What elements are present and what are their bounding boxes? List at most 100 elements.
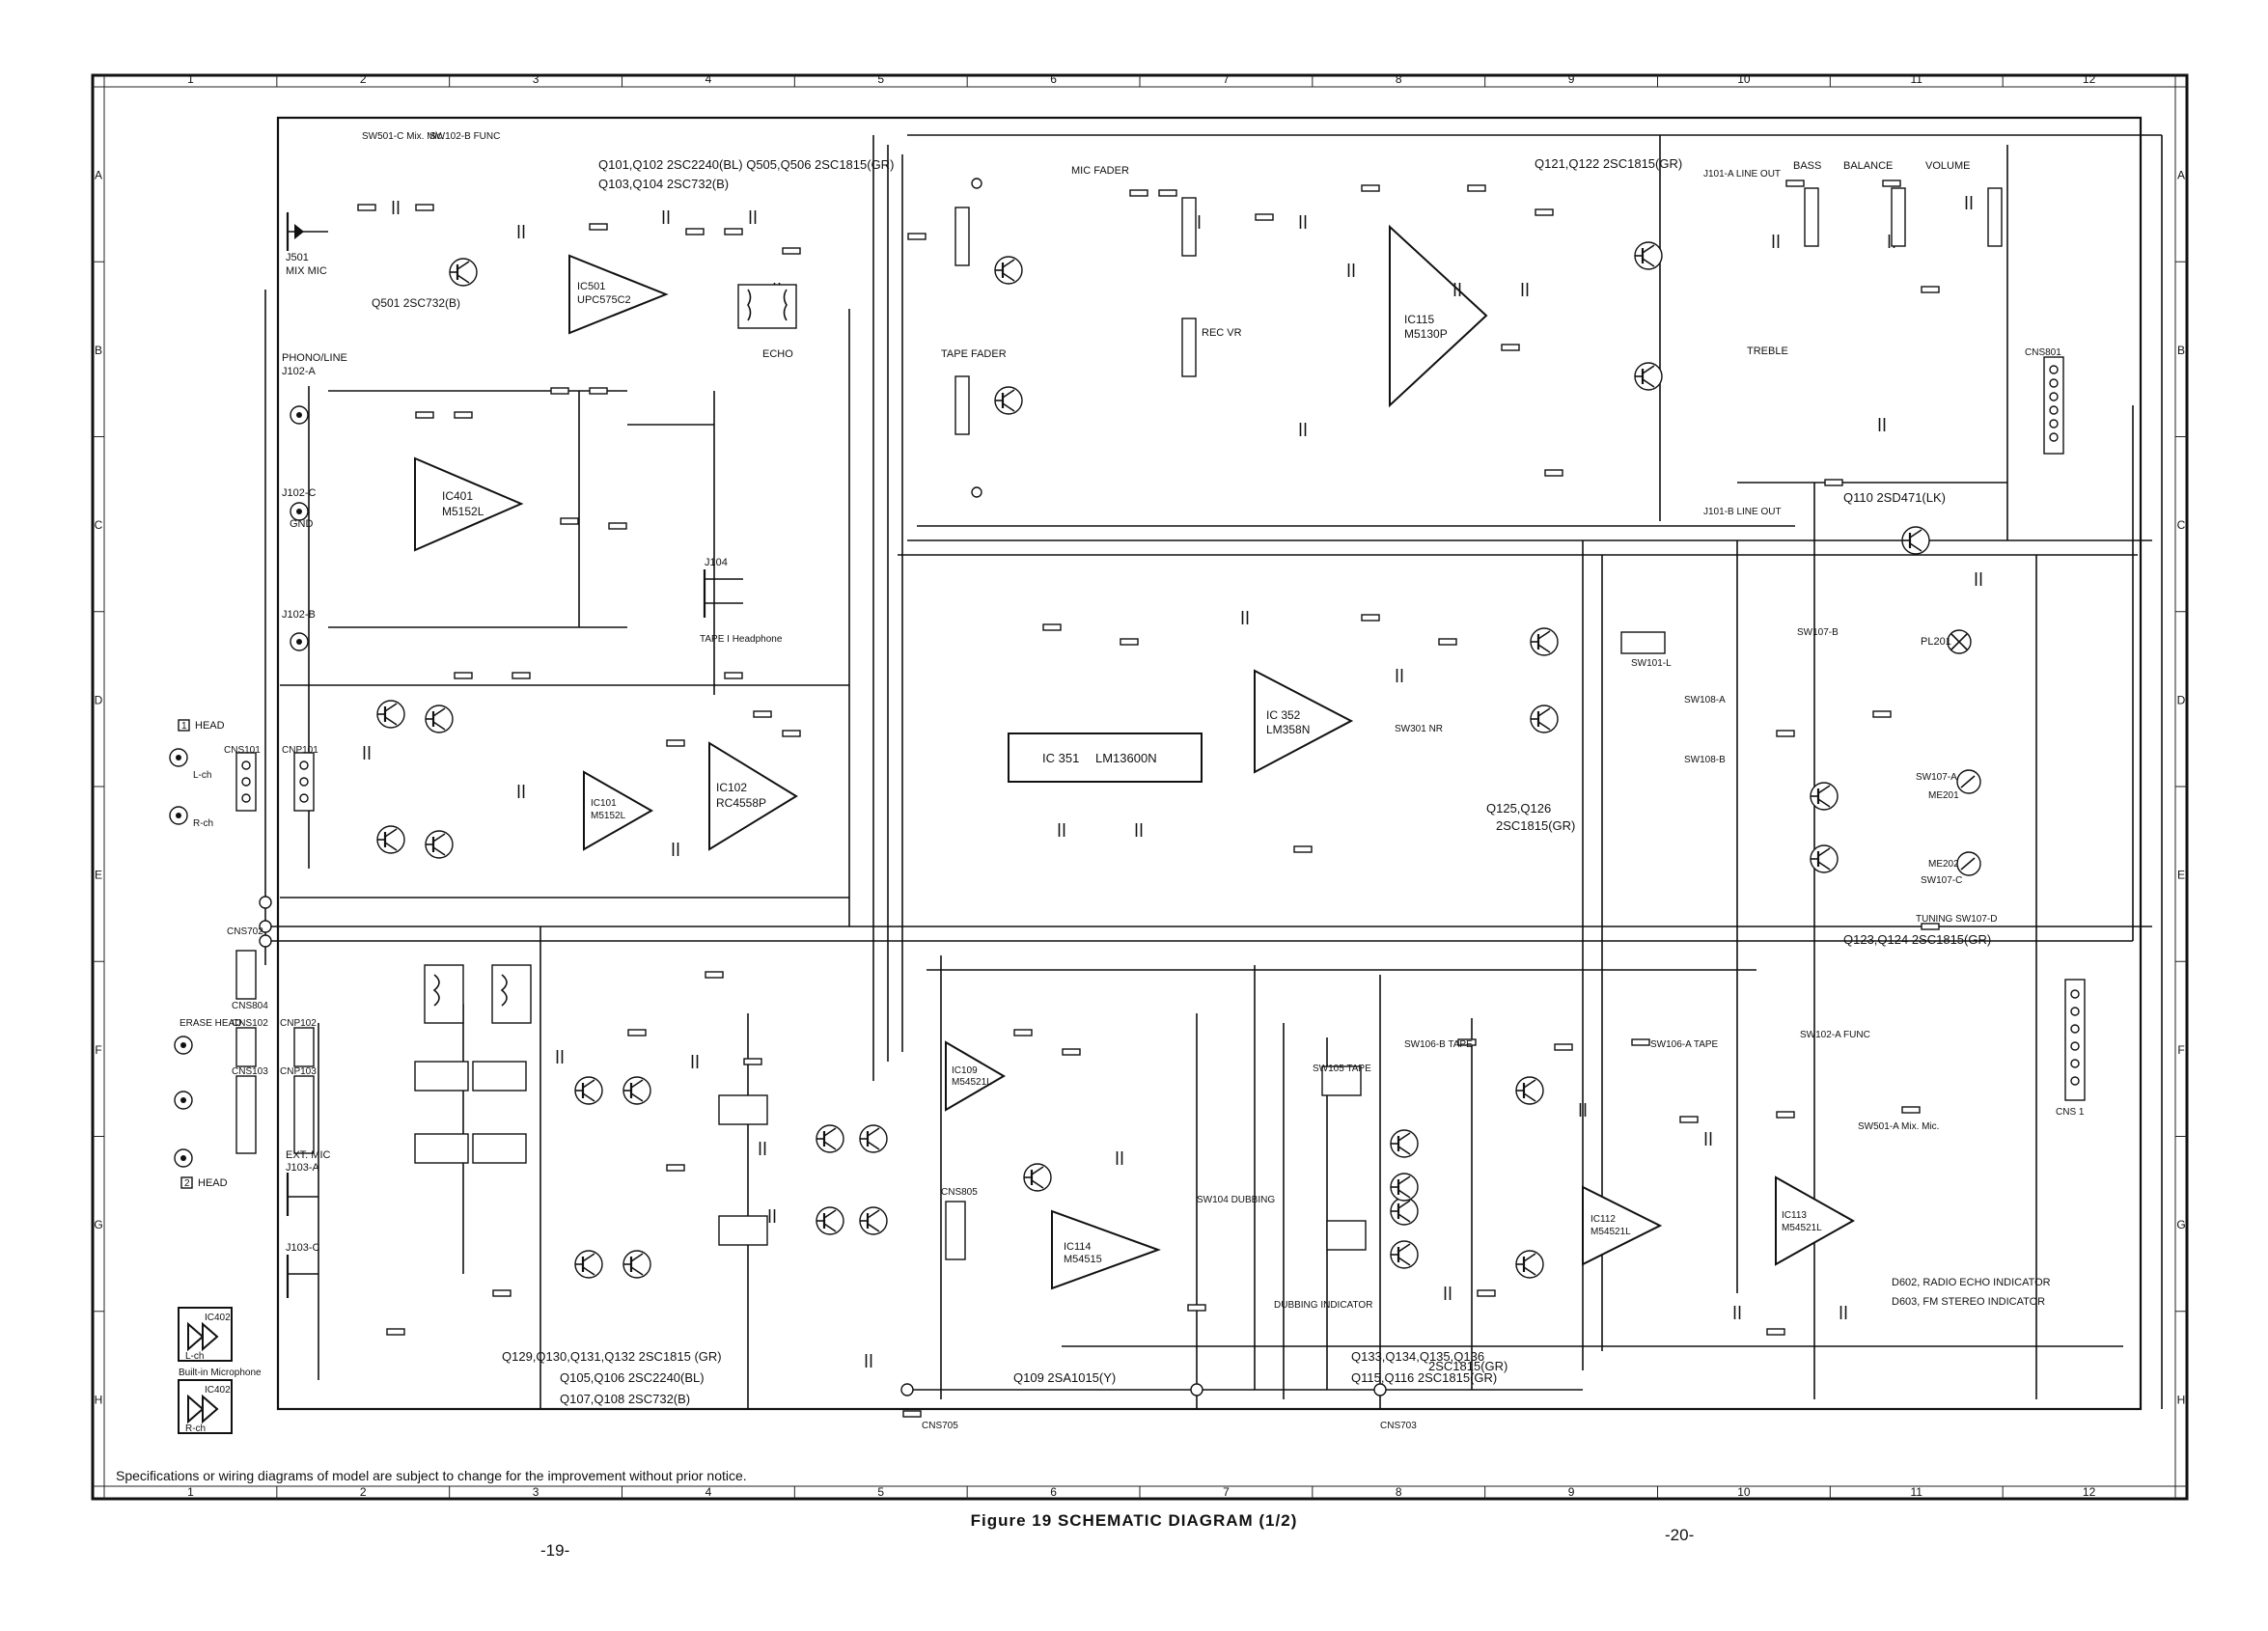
row-label-A-right: A [2177, 169, 2185, 182]
svg-text:CNP103: CNP103 [280, 1066, 317, 1077]
ic-352-opamp: IC 352 LM358N [1254, 669, 1354, 774]
svg-text:SW301 NR: SW301 NR [1395, 724, 1443, 734]
potentiometers [954, 187, 2003, 435]
svg-text:IC101: IC101 [591, 798, 617, 809]
svg-text:L-ch: L-ch [185, 1351, 204, 1362]
svg-text:SW106-A TAPE: SW106-A TAPE [1650, 1039, 1719, 1050]
svg-text:2: 2 [184, 1178, 190, 1189]
column-label-5-bottom: 5 [877, 1485, 884, 1499]
erase-coils [424, 964, 532, 1024]
svg-text:Q101,Q102 2SC2240(BL) Q505: Q101,Q102 2SC2240(BL) Q505,Q506 2SC1815(… [598, 157, 894, 172]
mix-mic-jack-symbol [286, 212, 328, 251]
page-number-left: -19- [540, 1541, 570, 1560]
column-label-3-top: 3 [533, 72, 539, 86]
svg-text:Q133,Q134,Q135,Q136: Q133,Q134,Q135,Q136 [1351, 1349, 1484, 1364]
svg-text:REC VR: REC VR [1202, 327, 1242, 339]
figure-caption: Figure 19 SCHEMATIC DIAGRAM (1/2) [970, 1511, 1298, 1530]
disclaimer-notice: Specifications or wiring diagrams of mod… [116, 1468, 747, 1483]
svg-text:TUNING SW107-D: TUNING SW107-D [1916, 914, 1997, 925]
row-label-E-right: E [2177, 869, 2185, 882]
ic-351-ota: IC 351 LM13600N [1008, 733, 1203, 783]
svg-text:CNS702: CNS702 [227, 926, 263, 937]
svg-text:RC4558P: RC4558P [716, 796, 766, 810]
svg-text:2SC1815(GR): 2SC1815(GR) [1496, 818, 1575, 833]
row-label-G-right: G [2176, 1218, 2185, 1231]
svg-text:J103-A: J103-A [286, 1162, 320, 1174]
svg-text:SW501-A Mix. Mic.: SW501-A Mix. Mic. [1858, 1121, 1939, 1132]
svg-text:Q105,Q106 2SC2240(BL): Q105,Q106 2SC2240(BL) [560, 1370, 705, 1385]
svg-text:CNS101: CNS101 [224, 745, 261, 756]
svg-text:CNS 1: CNS 1 [2056, 1107, 2085, 1118]
row-label-C-right: C [2177, 518, 2186, 532]
cns801-connector [2043, 356, 2064, 455]
ext-mic-jacks [286, 1173, 318, 1298]
svg-text:SW107-B: SW107-B [1797, 627, 1839, 638]
row-label-D-left: D [95, 693, 103, 706]
svg-text:D602, RADIO ECHO INDICATOR: D602, RADIO ECHO INDICATOR [1892, 1277, 2051, 1288]
svg-text:Q110 2SD471(LK): Q110 2SD471(LK) [1843, 490, 1946, 505]
row-label-H-right: H [2177, 1393, 2186, 1406]
svg-text:IC112: IC112 [1590, 1214, 1616, 1225]
row-label-B-right: B [2177, 344, 2185, 357]
ic-112-amp: IC112 M54521L [1582, 1185, 1663, 1266]
svg-text:PL201: PL201 [1921, 636, 1951, 648]
ic-402-rch: IC402 R-ch [178, 1379, 233, 1434]
ic-114-amp: IC114 M54515 [1051, 1209, 1161, 1290]
svg-text:IC 351: IC 351 [1042, 751, 1079, 765]
column-label-2-bottom: 2 [360, 1485, 367, 1499]
svg-text:M5152L: M5152L [591, 811, 626, 821]
page-number-right: -20- [1665, 1526, 1695, 1544]
svg-text:Q107,Q108 2SC732(B): Q107,Q108 2SC732(B) [560, 1392, 690, 1406]
svg-text:SW501-C Mix. Mic.: SW501-C Mix. Mic. [362, 131, 445, 142]
svg-text:CNS102: CNS102 [232, 1018, 268, 1029]
head-connector-left [169, 748, 315, 825]
svg-text:Built-in Microphone: Built-in Microphone [179, 1368, 262, 1378]
svg-text:TAPE FADER: TAPE FADER [941, 348, 1007, 360]
ic-402-lch: IC402 L-ch [178, 1307, 233, 1362]
ic-102-amp: IC102 RC4558P [708, 741, 798, 851]
column-label-5-top: 5 [877, 72, 884, 86]
row-label-G-left: G [94, 1218, 102, 1231]
svg-text:IC501: IC501 [577, 281, 605, 292]
svg-text:ME201: ME201 [1928, 790, 1959, 801]
svg-text:CNS801: CNS801 [2025, 347, 2061, 358]
svg-text:TREBLE: TREBLE [1747, 346, 1788, 357]
svg-text:MIC FADER: MIC FADER [1071, 165, 1129, 177]
svg-text:ECHO: ECHO [762, 348, 793, 360]
svg-text:TAPE I Headphone: TAPE I Headphone [700, 634, 783, 645]
echo-coil: ECHO [737, 284, 797, 360]
cns1-connector [2064, 979, 2086, 1101]
drawing-frame [91, 73, 2189, 1501]
svg-text:IC109: IC109 [952, 1065, 978, 1076]
svg-text:IC402: IC402 [205, 1313, 231, 1323]
column-label-3-bottom: 3 [533, 1485, 539, 1499]
column-label-12-top: 12 [2083, 72, 2096, 86]
transistor-group-labels: Q101,Q102 2SC2240(BL) Q505,Q506 2SC1815(… [372, 156, 1991, 1406]
svg-text:M5152L: M5152L [442, 505, 484, 518]
svg-text:SW104 DUBBING: SW104 DUBBING [1197, 1195, 1275, 1205]
svg-text:ME202: ME202 [1928, 859, 1959, 870]
svg-text:LM358N: LM358N [1266, 723, 1310, 736]
svg-text:IC114: IC114 [1064, 1241, 1092, 1253]
cns805-connector [945, 1201, 966, 1260]
svg-text:HEAD: HEAD [198, 1177, 228, 1189]
ic-113-amp: IC113 M54521L [1775, 1175, 1856, 1266]
column-label-9-bottom: 9 [1568, 1485, 1575, 1499]
svg-text:SW106-B TAPE: SW106-B TAPE [1404, 1039, 1473, 1050]
column-label-8-bottom: 8 [1396, 1485, 1402, 1499]
ic-115-amp: IC115 M5130P [1389, 224, 1488, 408]
svg-text:M54521L: M54521L [952, 1077, 992, 1088]
erase-head-connectors [174, 950, 315, 1168]
svg-text:CNS103: CNS103 [232, 1066, 268, 1077]
junctions [259, 178, 1387, 1396]
left-rails [264, 290, 850, 1380]
row-label-F-right: F [2177, 1043, 2184, 1057]
column-label-7-top: 7 [1223, 72, 1230, 86]
svg-text:J103-C: J103-C [286, 1242, 320, 1254]
svg-text:SW102-A FUNC: SW102-A FUNC [1800, 1030, 1870, 1040]
row-label-E-left: E [95, 869, 102, 882]
svg-text:IC402: IC402 [205, 1385, 231, 1396]
svg-text:J101-A LINE OUT: J101-A LINE OUT [1703, 169, 1781, 180]
svg-text:CNS805: CNS805 [941, 1187, 978, 1198]
